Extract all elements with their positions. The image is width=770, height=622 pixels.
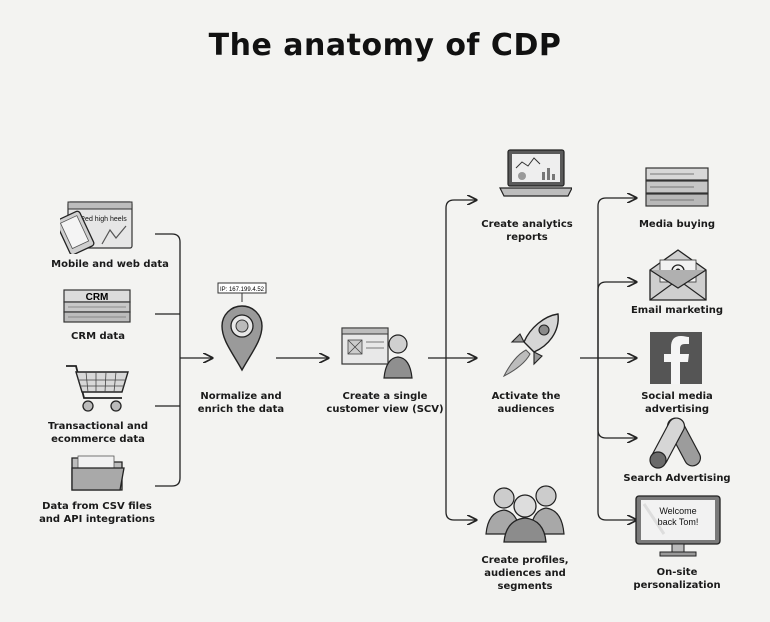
source-label-csv-api: Data from CSV files and API integrations — [39, 501, 155, 525]
search-advertising-label: Search Advertising — [623, 473, 731, 484]
media-buying-label: Media buying — [638, 219, 716, 230]
people-group-icon — [485, 485, 565, 543]
activate-label: Activate the audiences — [491, 391, 561, 415]
ip-address-text: IP: 167.199.4.52 — [220, 287, 265, 293]
monitor-icon: Welcome back Tom! — [635, 495, 721, 557]
customer-profile-icon — [341, 327, 413, 379]
analytics-label: Create analytics reports — [481, 219, 573, 243]
envelope-icon — [649, 249, 707, 301]
crm-screen-text: CRM — [86, 292, 109, 303]
google-ads-icon — [649, 417, 702, 469]
shopping-cart-icon — [66, 365, 129, 412]
location-pin-icon: IP: 167.199.4.52 — [217, 282, 267, 372]
onsite-personalization-label: On-site personalization — [633, 567, 721, 591]
social-media-label: Social media advertising — [641, 391, 713, 415]
phone-browser-icon: Red high heels — [60, 201, 133, 254]
diagram-title: The anatomy of CDP — [208, 28, 562, 63]
source-label-transactional: Transactional and ecommerce data — [47, 421, 149, 445]
crm-server-icon: CRM — [63, 289, 131, 323]
source-label-mobile-web: Mobile and web data — [51, 259, 169, 270]
source-label-crm: CRM data — [71, 331, 125, 342]
monitor-screen-text-line2: back Tom! — [658, 517, 699, 527]
browser-screen-text: Red high heels — [80, 216, 127, 223]
rocket-icon — [502, 313, 559, 378]
profiles-label: Create profiles, audiences and segments — [481, 555, 569, 592]
server-stack-icon — [645, 167, 709, 207]
scv-label: Create a single customer view (SCV) — [326, 391, 444, 415]
facebook-icon — [650, 332, 702, 384]
folder-icon — [71, 455, 125, 491]
email-marketing-label: Email marketing — [630, 305, 724, 316]
laptop-analytics-icon — [499, 149, 572, 197]
monitor-screen-text-line1: Welcome — [659, 506, 696, 516]
normalize-label: Normalize and enrich the data — [197, 391, 285, 415]
